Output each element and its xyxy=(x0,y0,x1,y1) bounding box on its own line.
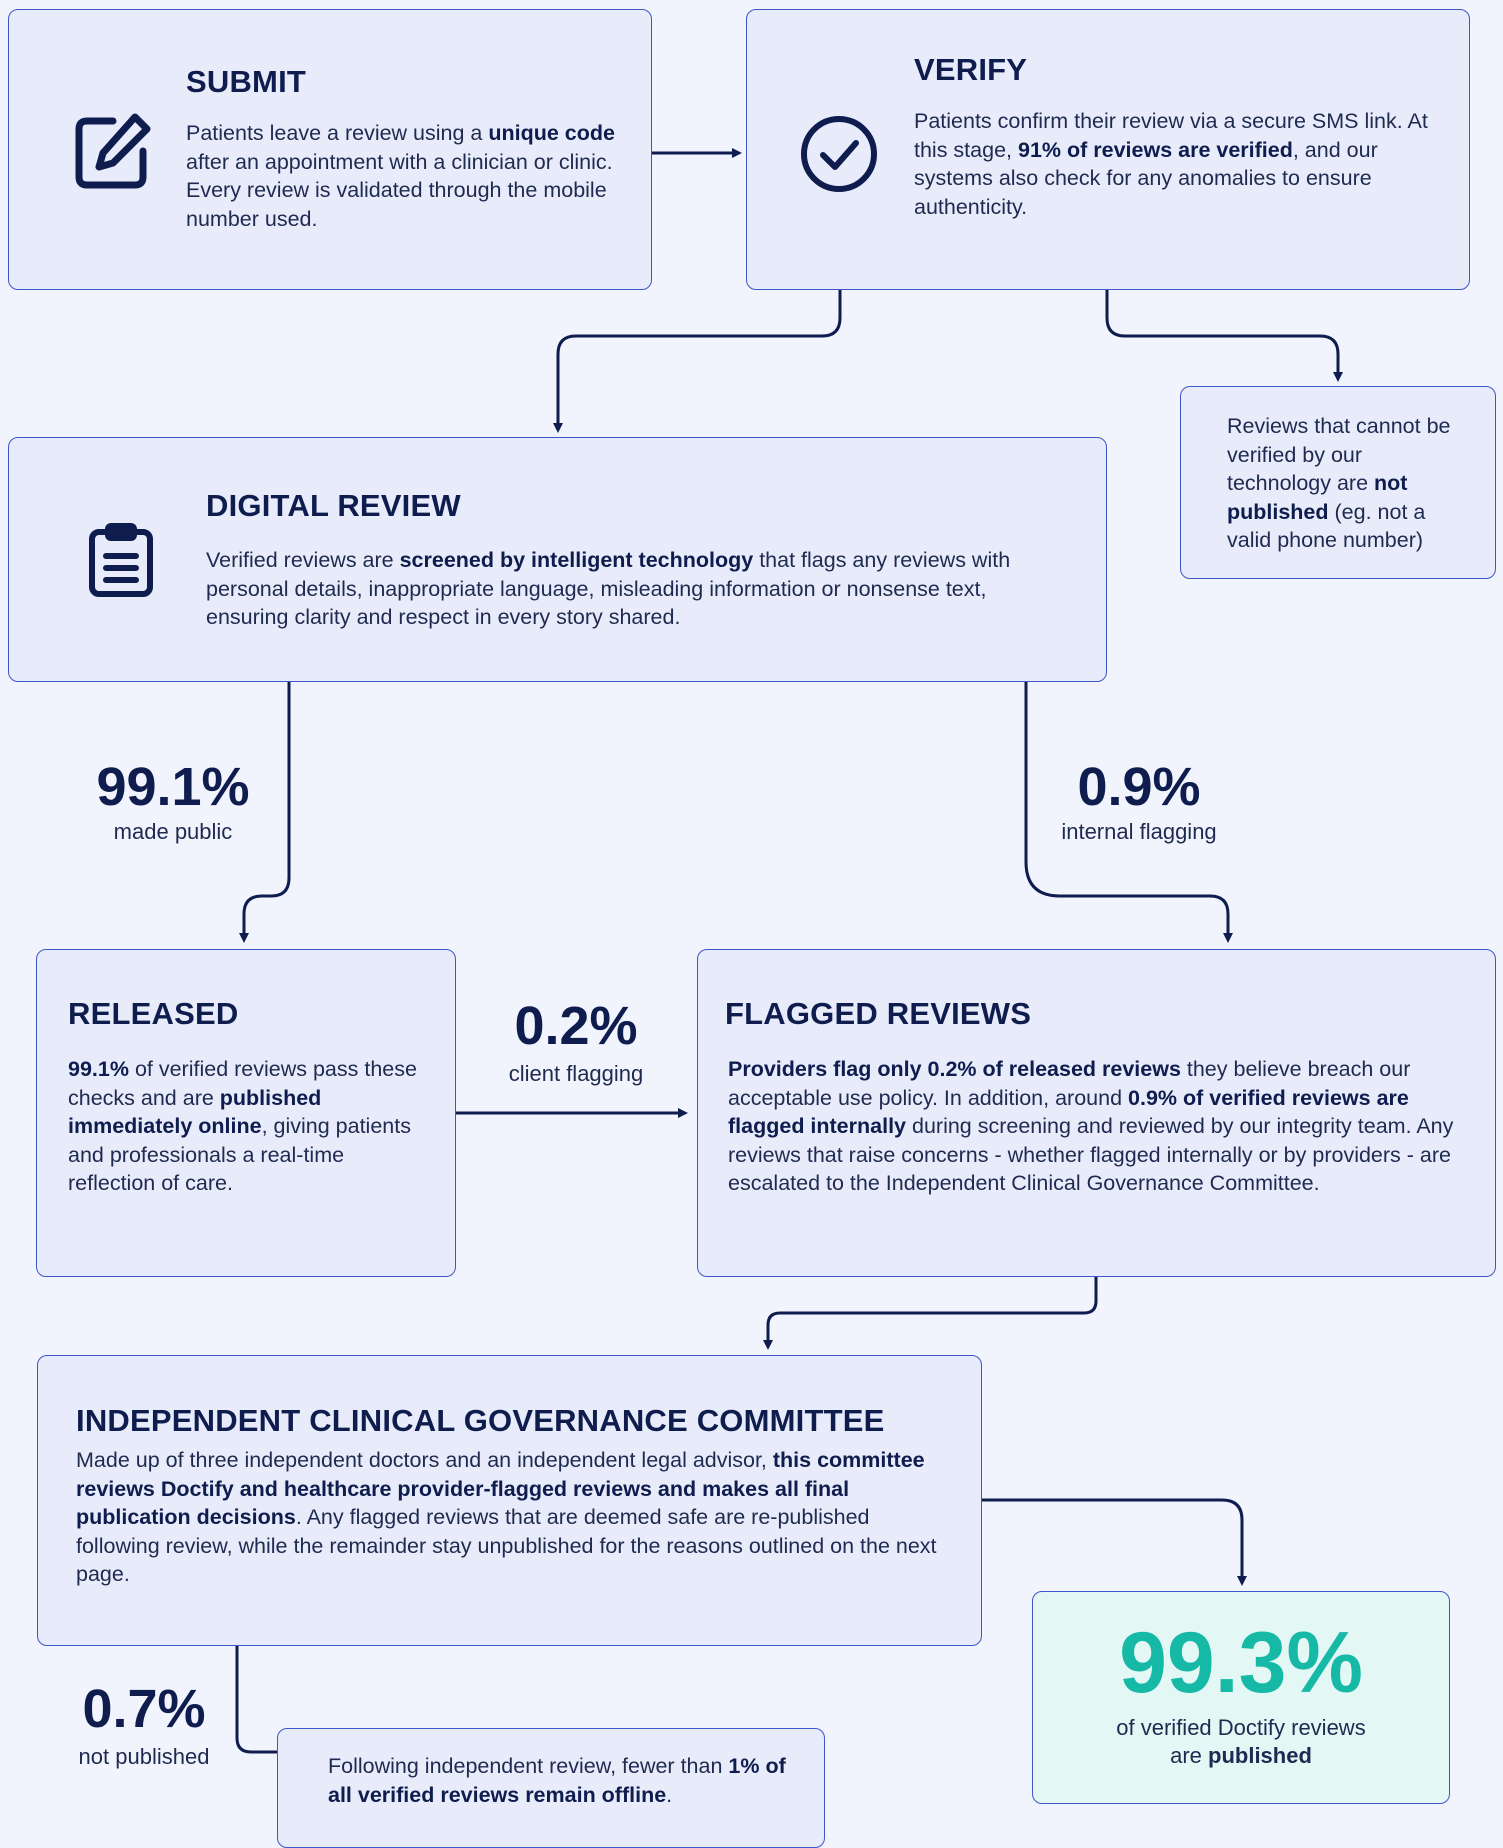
released-body: 99.1% of verified reviews pass these che… xyxy=(68,1057,417,1195)
client-flagging-label: client flagging xyxy=(508,1061,644,1086)
internal-flagging-label: internal flagging xyxy=(1061,819,1217,844)
internal-flagging-value: 0.9% xyxy=(1077,757,1201,817)
digital-to-released-arrow xyxy=(239,682,291,943)
digital-review-body: Verified reviews are screened by intelli… xyxy=(206,548,1011,629)
offline-note-body: Following independent review, fewer than… xyxy=(328,1754,786,1807)
flagged-reviews-box xyxy=(697,949,1496,1277)
verify-title: VERIFY xyxy=(914,52,1028,87)
made-public-label: made public xyxy=(113,819,233,844)
released-title: RELEASED xyxy=(68,996,239,1031)
committee-title: INDEPENDENT CLINICAL GOVERNANCE COMMITTE… xyxy=(76,1403,885,1438)
committee-to-offline-connector xyxy=(235,1646,277,1754)
flagged-reviews-body: Providers flag only 0.2% of released rev… xyxy=(728,1057,1454,1195)
digital-review-box xyxy=(8,437,1107,682)
not-verified-box xyxy=(1180,386,1496,579)
submit-title: SUBMIT xyxy=(186,64,307,99)
published-result-value: 99.3% xyxy=(1119,1615,1363,1711)
verify-to-digital-arrow xyxy=(553,290,842,433)
offline-note-box xyxy=(277,1728,825,1848)
clipboard-icon xyxy=(89,523,153,597)
verify-to-not-verified-arrow xyxy=(1105,290,1343,382)
submit-body: Patients leave a review using a unique c… xyxy=(186,121,615,231)
verify-box xyxy=(746,9,1470,290)
committee-body: Made up of three independent doctors and… xyxy=(76,1448,937,1586)
flagged-to-committee-arrow xyxy=(763,1277,1098,1350)
digital-review-title: DIGITAL REVIEW xyxy=(206,488,461,523)
verify-body: Patients confirm their review via a secu… xyxy=(914,109,1428,219)
not-published-value: 0.7% xyxy=(82,1679,206,1739)
not-verified-body: Reviews that cannot be verified by our t… xyxy=(1227,414,1451,552)
client-flagging-value: 0.2% xyxy=(514,996,638,1056)
flagged-reviews-title: FLAGGED REVIEWS xyxy=(725,996,1032,1031)
published-result-box xyxy=(1032,1591,1450,1804)
edit-icon xyxy=(75,113,151,189)
committee-to-result-arrow xyxy=(982,1498,1247,1586)
made-public-value: 99.1% xyxy=(96,757,250,817)
released-box xyxy=(36,949,456,1277)
submit-box xyxy=(8,9,652,290)
check-circle-icon xyxy=(801,116,877,192)
committee-box xyxy=(37,1355,982,1646)
digital-to-flagged-arrow xyxy=(1024,682,1233,943)
not-published-label: not published xyxy=(78,1744,210,1769)
